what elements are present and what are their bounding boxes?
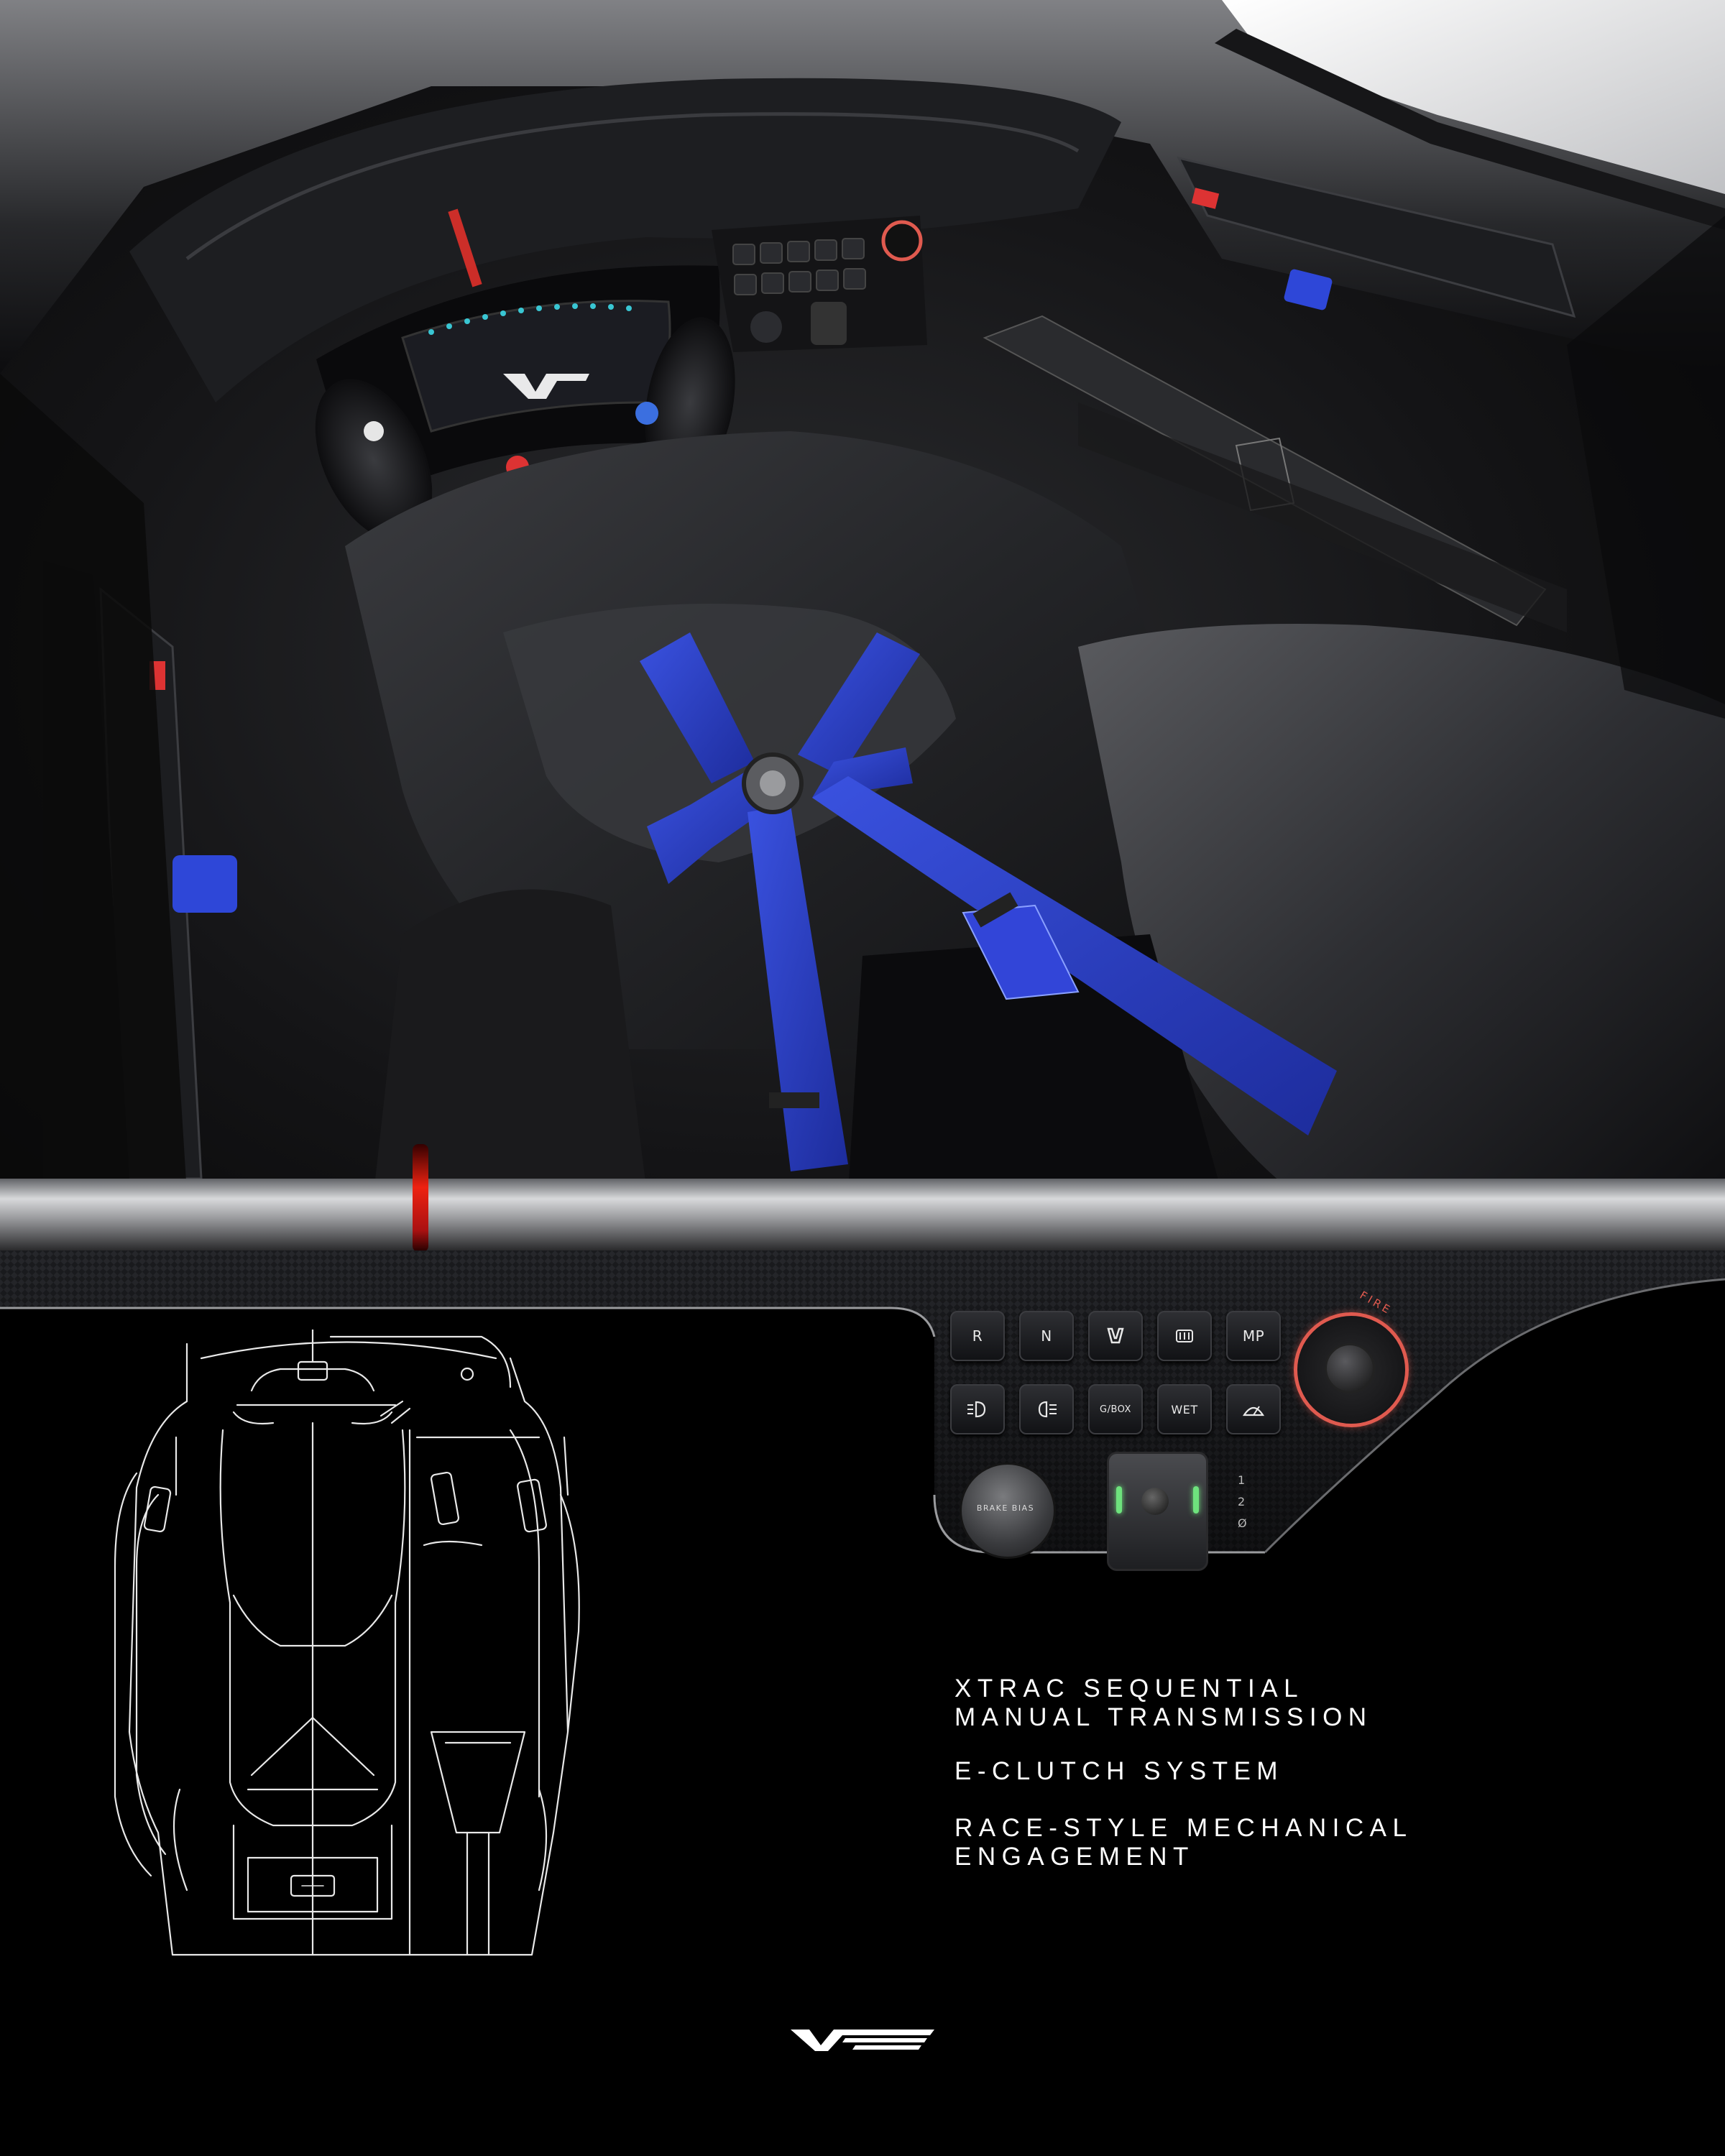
- brake-bias-label: BRAKE BIAS: [976, 1503, 1035, 1513]
- v-series-logo: [791, 2030, 934, 2051]
- gear-led-left: [1116, 1486, 1122, 1514]
- headlight-icon: [967, 1401, 986, 1418]
- feature-eclutch: E-CLUTCH SYSTEM: [954, 1757, 1284, 1785]
- gearbox-button-label: G/BOX: [1100, 1404, 1131, 1415]
- brake-bias-knob[interactable]: [960, 1462, 1056, 1559]
- rear-defrost-button[interactable]: [1157, 1311, 1212, 1361]
- high-beam-icon: [1038, 1401, 1057, 1418]
- dashboard: [129, 78, 1121, 402]
- feature-transmission-line1: XTRAC SEQUENTIAL: [954, 1674, 1305, 1703]
- reverse-button[interactable]: R: [950, 1311, 1005, 1361]
- gear-mark-neutral: Ø: [1238, 1516, 1247, 1530]
- seat-button[interactable]: [1088, 1311, 1143, 1361]
- wet-button[interactable]: WET: [1157, 1384, 1212, 1434]
- reverse-button-label: R: [972, 1327, 983, 1345]
- feature-engagement-line1: RACE-STYLE MECHANICAL: [954, 1814, 1413, 1842]
- wet-button-label: WET: [1171, 1402, 1198, 1416]
- sill-light: [413, 1144, 428, 1252]
- neutral-button[interactable]: N: [1019, 1311, 1074, 1361]
- mp-button-label: MP: [1242, 1327, 1265, 1345]
- wiper-icon: [1242, 1406, 1265, 1416]
- high-beam-button[interactable]: [1019, 1384, 1074, 1434]
- door-sill: [0, 1179, 1725, 1250]
- cockpit-blueprint: [114, 1330, 580, 1956]
- gear-mark-2: 2: [1238, 1495, 1246, 1508]
- side-window: [1222, 0, 1725, 194]
- rear-defrost-icon: [1176, 1330, 1193, 1342]
- gear-mark-1: 1: [1238, 1473, 1246, 1487]
- fire-switch-knob[interactable]: [1325, 1343, 1375, 1393]
- door-pull-strap-left: [172, 855, 237, 913]
- seat-icon: [1107, 1327, 1124, 1344]
- cockpit-illustration: [0, 0, 1725, 1193]
- feature-transmission-line2: MANUAL TRANSMISSION: [954, 1703, 1373, 1731]
- racing-harness: [640, 632, 1337, 1171]
- wiper-button[interactable]: [1226, 1384, 1281, 1434]
- gearbox-button[interactable]: G/BOX: [1088, 1384, 1143, 1434]
- cockpit-photo: [0, 0, 1725, 1193]
- neutral-button-label: N: [1041, 1327, 1052, 1345]
- gear-led-right: [1193, 1486, 1199, 1514]
- mp-button[interactable]: MP: [1226, 1311, 1281, 1361]
- feature-engagement-line2: ENGAGEMENT: [954, 1843, 1195, 1871]
- headlight-button[interactable]: [950, 1384, 1005, 1434]
- gear-selector-knob[interactable]: [1141, 1488, 1169, 1515]
